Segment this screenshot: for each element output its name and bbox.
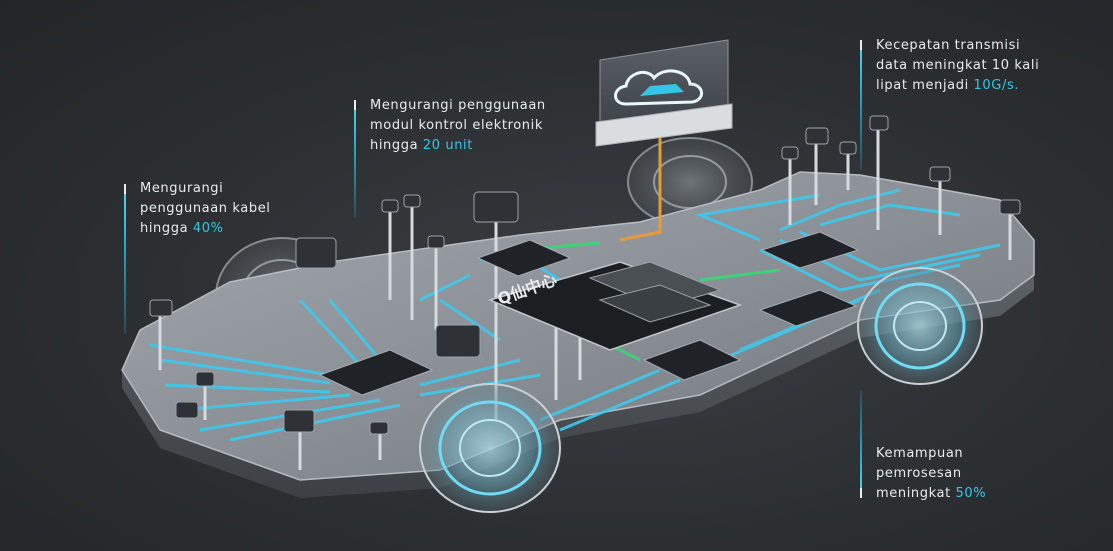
callout-tick-modules <box>354 100 356 110</box>
callout-processing-value: 50% <box>955 486 987 501</box>
zone-controller-left <box>318 349 434 396</box>
callout-processing-line3: meningkat 50% <box>876 484 986 504</box>
zone-controller-right <box>758 231 860 327</box>
callout-transmission-line1: Kecepatan transmisi <box>876 38 1021 53</box>
callout-cables-prefix: hingga <box>140 221 193 236</box>
callout-transmission-prefix: lipat menjadi <box>876 78 974 93</box>
callout-modules: Mengurangi penggunaan modul kontrol elek… <box>370 96 546 156</box>
callout-transmission: Kecepatan transmisi data meningkat 10 ka… <box>876 36 1039 96</box>
callout-processing: Kemampuan pemrosesan meningkat 50% <box>876 444 986 504</box>
cloud-icon <box>614 69 703 106</box>
callout-processing-line1: Kemampuan <box>876 446 964 461</box>
callout-processing-prefix: meningkat <box>876 486 956 501</box>
callout-bar-cables <box>124 184 126 334</box>
cloud-uplink <box>619 135 662 242</box>
callout-bar-modules <box>354 100 356 218</box>
callout-processing-line2: pemrosesan <box>876 466 962 481</box>
callout-cables-line2: penggunaan kabel <box>140 201 271 216</box>
zone-controller-center <box>476 239 572 277</box>
front-left-wheel <box>416 380 564 516</box>
callout-modules-line3: hingga 20 unit <box>370 136 546 156</box>
callout-cables-line1: Mengurangi <box>140 181 224 196</box>
callout-tick-transmission <box>860 40 862 50</box>
callout-cables: Mengurangi penggunaan kabel hingga 40% <box>140 179 271 239</box>
callout-modules-line2: modul kontrol elektronik <box>370 118 543 133</box>
cloud-board <box>595 39 733 147</box>
callout-bar-processing <box>860 390 862 498</box>
callout-tick-processing <box>860 488 862 498</box>
callout-transmission-value: 10G/s. <box>973 78 1020 93</box>
callout-bar-transmission <box>860 40 862 170</box>
callout-transmission-line2: data meningkat 10 kali <box>876 58 1040 73</box>
zone-controller-front <box>642 339 742 381</box>
callout-modules-value: 20 unit <box>422 138 473 153</box>
central-computing-unit: Q仙中心 <box>487 261 743 351</box>
callout-tick-cables <box>124 184 126 194</box>
callout-modules-prefix: hingga <box>370 138 423 153</box>
callout-transmission-line3: lipat menjadi 10G/s. <box>876 76 1039 96</box>
front-right-wheel <box>854 264 986 388</box>
callout-modules-line1: Mengurangi penggunaan <box>370 98 546 113</box>
callout-cables-value: 40% <box>192 221 224 236</box>
callout-cables-line3: hingga 40% <box>140 219 271 239</box>
